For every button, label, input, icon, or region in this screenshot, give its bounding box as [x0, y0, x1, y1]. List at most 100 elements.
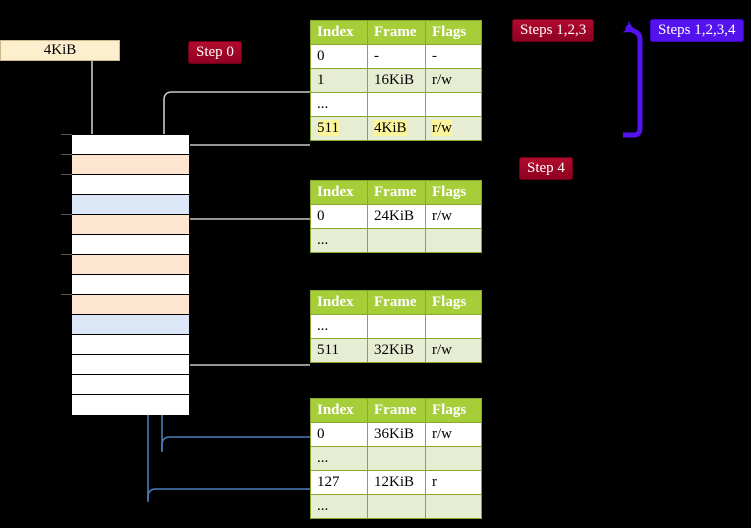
column-header-index: Index: [310, 290, 368, 315]
memory-row-tick: [61, 294, 72, 295]
cell-frame: 12KiB: [367, 470, 426, 495]
column-header-frame: Frame: [367, 20, 426, 45]
cell-index: 511: [310, 338, 368, 363]
table-row: ...: [310, 92, 482, 117]
memory-row: [72, 395, 189, 415]
memory-row-tick: [61, 134, 72, 135]
cell-frame: [367, 314, 426, 339]
table-row: 127 12KiB r: [310, 470, 482, 495]
page-table-level-3: Index Frame Flags 0 36KiB r/w ... 127 12…: [310, 398, 482, 519]
memory-row: [72, 195, 189, 215]
cell-frame: 16KiB: [367, 68, 426, 93]
cell-flags-text: r/w: [432, 120, 452, 136]
badge-step-0-label: Step 0: [196, 44, 234, 60]
cell-index: 0: [310, 204, 368, 229]
memory-row-tick: [61, 154, 72, 155]
column-header-frame: Frame: [367, 290, 426, 315]
cell-frame: [367, 494, 426, 519]
badge-steps-123: Steps 1,2,3: [512, 19, 595, 42]
cell-frame: 24KiB: [367, 204, 426, 229]
physical-memory-grid: [61, 134, 190, 415]
cell-index: ...: [310, 314, 368, 339]
page-table-level-1: Index Frame Flags 0 24KiB r/w ...: [310, 180, 482, 253]
table-row: 1 16KiB r/w: [310, 68, 482, 93]
table-row: ...: [310, 494, 482, 519]
cell-flags: [425, 494, 482, 519]
cell-index: 511: [310, 116, 368, 141]
cell-index: ...: [310, 446, 368, 471]
table-row: 0 - -: [310, 44, 482, 69]
cell-frame: [367, 228, 426, 253]
memory-row: [72, 235, 189, 255]
memory-row: [72, 315, 189, 335]
wire-memory-to-table2-row511: [179, 300, 310, 366]
memory-row: [72, 355, 189, 375]
memory-row: [61, 134, 189, 155]
memory-row: [61, 294, 189, 315]
cell-flags: [425, 228, 482, 253]
column-header-frame: Frame: [367, 180, 426, 205]
cell-index: 127: [310, 470, 368, 495]
cell-flags: r: [425, 470, 482, 495]
cell-frame: 32KiB: [367, 338, 426, 363]
cell-index: ...: [310, 92, 368, 117]
wire-table3-row127-to-blue: [147, 488, 310, 502]
table-row: ...: [310, 314, 482, 339]
table-row: 0 24KiB r/w: [310, 204, 482, 229]
memory-size-label-text: 4KiB: [43, 42, 77, 58]
cell-flags: [425, 314, 482, 339]
cell-index: ...: [310, 228, 368, 253]
table-header-row: Index Frame Flags: [310, 20, 482, 45]
memory-row: [61, 174, 189, 195]
cell-flags: [425, 446, 482, 471]
page-table-level-2: Index Frame Flags ... 511 32KiB r/w: [310, 290, 482, 363]
column-header-index: Index: [310, 398, 368, 423]
cell-index: 1: [310, 68, 368, 93]
wire-table0-row511-to-memory: [179, 144, 310, 225]
table-header-row: Index Frame Flags: [310, 290, 482, 315]
badge-steps-1234: Steps 1,2,3,4: [650, 19, 744, 42]
cell-index: ...: [310, 494, 368, 519]
cell-flags: [425, 92, 482, 117]
cell-frame: -: [367, 44, 426, 69]
cell-flags: r/w: [425, 204, 482, 229]
table-header-row: Index Frame Flags: [310, 180, 482, 205]
memory-size-label-4kib: 4KiB: [0, 40, 120, 61]
cell-frame: [367, 92, 426, 117]
cell-index: 0: [310, 44, 368, 69]
table-row-highlighted: 511 4KiB r/w: [310, 116, 482, 141]
table-row: 511 32KiB r/w: [310, 338, 482, 363]
table-row: ...: [310, 228, 482, 253]
badge-steps-1234-label: Steps 1,2,3,4: [658, 22, 736, 38]
memory-row: [72, 375, 189, 395]
memory-row: [72, 335, 189, 355]
badge-steps-123-label: Steps 1,2,3: [520, 22, 587, 38]
page-table-level-0: Index Frame Flags 0 - - 1 16KiB r/w ...: [310, 20, 482, 141]
cell-index: 0: [310, 422, 368, 447]
badge-step-4-label: Step 4: [527, 160, 565, 176]
column-header-flags: Flags: [425, 20, 482, 45]
column-header-frame: Frame: [367, 398, 426, 423]
wire-table3-row0-to-blue: [161, 436, 310, 452]
memory-row: [61, 154, 189, 175]
wire-table1-row0-to-memory: [173, 218, 310, 255]
memory-row: [61, 214, 189, 235]
cell-flags: r/w: [425, 68, 482, 93]
badge-step-0: Step 0: [188, 41, 242, 64]
cell-frame-text: 4KiB: [374, 120, 407, 136]
wire-violet-loop: [622, 20, 643, 138]
column-header-flags: Flags: [425, 290, 482, 315]
cell-flags: r/w: [425, 422, 482, 447]
memory-row-tick: [61, 174, 72, 175]
column-header-flags: Flags: [425, 180, 482, 205]
memory-row-tick: [61, 254, 72, 255]
memory-row: [61, 254, 189, 275]
table-row: 0 36KiB r/w: [310, 422, 482, 447]
column-header-index: Index: [310, 180, 368, 205]
column-header-index: Index: [310, 20, 368, 45]
table-row: ...: [310, 446, 482, 471]
column-header-flags: Flags: [425, 398, 482, 423]
badge-step-4: Step 4: [519, 157, 573, 180]
cell-flags: r/w: [425, 338, 482, 363]
